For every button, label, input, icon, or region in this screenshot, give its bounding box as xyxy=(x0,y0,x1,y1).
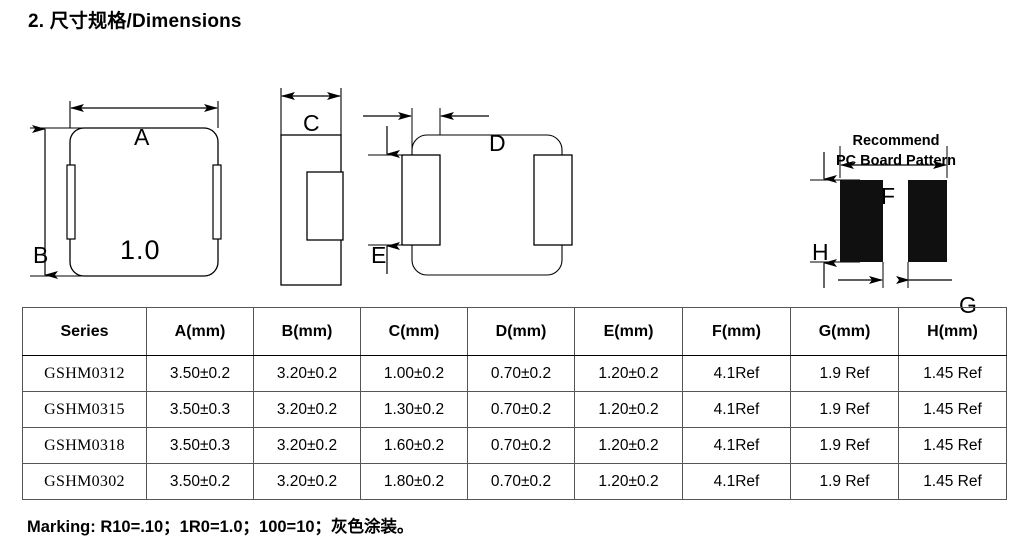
cell-c: 1.00±0.2 xyxy=(360,355,468,392)
cell-series: GSHM0302 xyxy=(22,463,147,500)
cell-h: 1.45 Ref xyxy=(898,427,1007,464)
bottom-view-drawing xyxy=(363,108,573,276)
cell-h: 1.45 Ref xyxy=(898,463,1007,500)
dimensions-table: Series A(mm) B(mm) C(mm) D(mm) E(mm) F(m… xyxy=(22,307,1007,500)
cell-d: 0.70±0.2 xyxy=(467,391,575,428)
dimension-label-c: C xyxy=(303,110,320,136)
page-title: 2. 尺寸规格/Dimensions xyxy=(28,11,242,32)
column-header-h: H(mm) xyxy=(898,307,1007,356)
cell-series: GSHM0318 xyxy=(22,427,147,464)
cell-d: 0.70±0.2 xyxy=(467,463,575,500)
cell-g: 1.9 Ref xyxy=(790,355,899,392)
pcb-caption-line-1: Recommend xyxy=(852,133,940,149)
cell-g: 1.9 Ref xyxy=(790,427,899,464)
cell-d: 0.70±0.2 xyxy=(467,355,575,392)
table-row: GSHM0315 3.50±0.3 3.20±0.2 1.30±0.2 0.70… xyxy=(22,391,1007,428)
cell-e: 1.20±0.2 xyxy=(574,427,683,464)
cell-series: GSHM0312 xyxy=(22,355,147,392)
cell-b: 3.20±0.2 xyxy=(253,427,361,464)
cell-f: 4.1Ref xyxy=(682,355,791,392)
cell-c: 1.30±0.2 xyxy=(360,391,468,428)
dimension-label-b: B xyxy=(33,242,49,268)
cell-g: 1.9 Ref xyxy=(790,391,899,428)
top-view-drawing xyxy=(30,101,222,279)
column-header-g: G(mm) xyxy=(790,307,899,356)
cell-a: 3.50±0.3 xyxy=(146,391,254,428)
table-row: GSHM0318 3.50±0.3 3.20±0.2 1.60±0.2 0.70… xyxy=(22,427,1007,464)
table-row: GSHM0312 3.50±0.2 3.20±0.2 1.00±0.2 0.70… xyxy=(22,355,1007,392)
cell-e: 1.20±0.2 xyxy=(574,463,683,500)
cell-b: 3.20±0.2 xyxy=(253,391,361,428)
cell-f: 4.1Ref xyxy=(682,463,791,500)
dimension-label-d: D xyxy=(489,130,506,156)
side-view-drawing xyxy=(280,88,344,286)
pcb-caption-line-2: PC Board Pattern xyxy=(835,152,957,169)
cell-f: 4.1Ref xyxy=(682,427,791,464)
column-header-e: E(mm) xyxy=(574,307,683,356)
drawings-svg xyxy=(30,88,952,288)
cell-c: 1.60±0.2 xyxy=(360,427,468,464)
cell-h: 1.45 Ref xyxy=(898,391,1007,428)
dimension-label-h: H xyxy=(812,239,829,265)
pcb-pattern-drawing xyxy=(810,146,952,288)
table-row: GSHM0302 3.50±0.2 3.20±0.2 1.80±0.2 0.70… xyxy=(22,463,1007,500)
cell-a: 3.50±0.2 xyxy=(146,355,254,392)
column-header-b: B(mm) xyxy=(253,307,361,356)
column-header-d: D(mm) xyxy=(467,307,575,356)
column-header-series: Series xyxy=(22,307,147,356)
part-marking-text: 1.0 xyxy=(120,235,161,265)
cell-e: 1.20±0.2 xyxy=(574,355,683,392)
dimension-label-a: A xyxy=(134,124,150,150)
cell-b: 3.20±0.2 xyxy=(253,355,361,392)
cell-a: 3.50±0.2 xyxy=(146,463,254,500)
pcb-pattern-caption: Recommend PC Board Pattern xyxy=(806,132,986,171)
cell-c: 1.80±0.2 xyxy=(360,463,468,500)
cell-d: 0.70±0.2 xyxy=(467,427,575,464)
cell-b: 3.20±0.2 xyxy=(253,463,361,500)
cell-series: GSHM0315 xyxy=(22,391,147,428)
cell-h: 1.45 Ref xyxy=(898,355,1007,392)
cell-a: 3.50±0.3 xyxy=(146,427,254,464)
cell-f: 4.1Ref xyxy=(682,391,791,428)
dimension-drawings: A B C D E F G H 1.0 Recommend PC Board P… xyxy=(0,48,1028,317)
marking-note: Marking: R10=.10；1R0=1.0；100=10；灰色涂装。 xyxy=(27,518,414,536)
column-header-c: C(mm) xyxy=(360,307,468,356)
dimension-label-f: F xyxy=(881,183,896,209)
table-header-row: Series A(mm) B(mm) C(mm) D(mm) E(mm) F(m… xyxy=(22,307,1007,356)
column-header-a: A(mm) xyxy=(146,307,254,356)
cell-e: 1.20±0.2 xyxy=(574,391,683,428)
dimension-label-e: E xyxy=(371,242,387,268)
column-header-f: F(mm) xyxy=(682,307,791,356)
cell-g: 1.9 Ref xyxy=(790,463,899,500)
